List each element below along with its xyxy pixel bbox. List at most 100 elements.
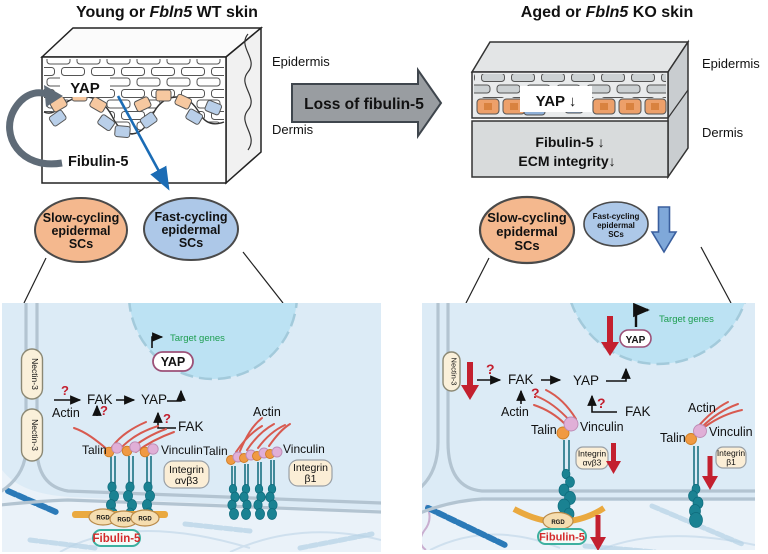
ko-q2: ? — [531, 385, 540, 401]
aged-skin-title: Aged or Fbln5 KO skin — [521, 4, 693, 21]
ko-integrin-b1-box: Integrin β1 — [715, 446, 747, 469]
ko-q1: ? — [486, 361, 495, 377]
ko-avb3-decrease-arrow — [606, 443, 621, 474]
epidermis-label-right: Epidermis — [702, 56, 760, 71]
ko-actin-label: Actin — [501, 405, 529, 419]
connector-aged-right — [700, 246, 732, 304]
svg-text:RGD: RGD — [117, 518, 131, 524]
yap-label-young: YAP — [70, 80, 99, 97]
fastsc-decrease-arrow — [650, 206, 678, 254]
wt-vinculin2-label: Vinculin — [283, 442, 325, 456]
wt-vinculin-label: Vinculin — [161, 443, 203, 457]
wt-yap-to-nucleus-arrow — [167, 389, 186, 402]
young-skin-cube: YAP Fibulin-5 — [6, 26, 264, 191]
wt-fak2-label: FAK — [178, 419, 204, 434]
ko-yap-decrease-arrow-nucleus — [601, 316, 619, 356]
rgd-oval — [130, 509, 160, 527]
basement-membrane-wave — [43, 96, 225, 135]
ko-fibulin-decrease-arrow — [590, 515, 606, 550]
wt-integrin-b1-box: Integrin β1 — [288, 459, 333, 487]
aged-skin-cube: YAP ↓ Fibulin-5 ↓ ECM integrity↓ — [470, 39, 690, 180]
slow-sc-oval-aged: Slow-cycling epidermal SCs — [478, 195, 576, 265]
wt-nectin3-capsule-2: Nectin-3 — [20, 408, 44, 462]
wt-nectin3-capsule-1: Nectin-3 — [20, 348, 44, 400]
basal-cells — [48, 89, 223, 138]
epidermis-label-left: Epidermis — [272, 54, 330, 69]
slow-sc-oval-young: Slow-cycling epidermal SCs — [34, 197, 128, 263]
fast-sc-oval-young: Fast-cycling epidermal SCs — [143, 197, 239, 261]
wt-promoter-arrow-icon — [151, 332, 164, 348]
loss-of-fibulin5-arrow: Loss of fibulin-5 — [291, 66, 443, 140]
svg-text:epidermal: epidermal — [161, 223, 220, 237]
svg-text:Slow-cycling: Slow-cycling — [487, 210, 567, 225]
ko-nectin3-capsule: Nectin-3 — [442, 351, 461, 392]
ko-vinculin2-label: Vinculin — [709, 425, 753, 439]
ko-fak2-to-yap-arrow — [587, 394, 617, 413]
svg-text:Slow-cycling: Slow-cycling — [43, 211, 119, 225]
yap-label-aged: YAP ↓ — [536, 93, 577, 110]
connector-young-left — [23, 257, 47, 304]
wt-yap-label: YAP — [141, 392, 167, 407]
wt-fak-label: FAK — [87, 392, 113, 407]
svg-text:epidermal: epidermal — [597, 221, 635, 230]
ko-talin-label: Talin — [531, 423, 557, 437]
svg-text:Integrin: Integrin — [578, 449, 607, 459]
ko-fak2-label: FAK — [625, 404, 651, 419]
wt-talin-label: Talin — [82, 443, 107, 457]
wt-fibulin5-box — [92, 529, 141, 547]
vinculin-head-icon — [563, 416, 579, 432]
svg-text:SCs: SCs — [69, 237, 93, 251]
wt-actin2-label: Actin — [253, 405, 281, 419]
yap-down-label-bg — [520, 86, 592, 112]
skin-section-wave-line — [244, 33, 252, 151]
ko-ecm-region — [422, 501, 755, 550]
svg-text:RGD: RGD — [138, 517, 152, 523]
ko-target-genes-label: Target genes — [659, 314, 714, 325]
vinculin-head-icon — [111, 442, 123, 454]
ko-fibulin-band: RGD Fibulin-5 — [512, 505, 606, 545]
svg-text:Integrin: Integrin — [717, 448, 746, 458]
wt-actin-label: Actin — [52, 406, 80, 420]
wt-fak2-to-yap-arrow — [153, 411, 176, 429]
ko-fak-label: FAK — [508, 372, 534, 387]
young-skin-title: Young or Fbln5 WT skin — [76, 4, 258, 21]
wt-panel: Target genes YAP Nectin-3 Nectin-3 ? FAK… — [2, 303, 381, 552]
svg-text:αvβ3: αvβ3 — [583, 458, 602, 468]
ko-actin2-label: Actin — [688, 401, 716, 415]
wt-adhesion-b1 — [226, 417, 291, 520]
epidermis-to-fastsc-arrow — [116, 95, 170, 191]
talin-head-icon — [556, 426, 570, 440]
wt-q3: ? — [163, 411, 171, 426]
wt-q2: ? — [100, 403, 108, 418]
ko-talin2-label: Talin — [660, 431, 686, 445]
connector-young-right — [242, 251, 284, 304]
wt-yap-nuclear-box — [152, 351, 194, 372]
svg-text:SCs: SCs — [514, 238, 539, 253]
connector-aged-left — [465, 257, 490, 304]
ko-adhesion-b1 — [685, 401, 743, 528]
ko-nectin-decrease-arrow — [461, 362, 479, 400]
svg-text:epidermal: epidermal — [496, 224, 557, 239]
svg-text:Integrin: Integrin — [293, 462, 328, 474]
wt-q1: ? — [61, 383, 69, 398]
svg-text:SCs: SCs — [179, 236, 203, 250]
ko-yap-nuclear-box — [619, 329, 652, 348]
svg-text:SCs: SCs — [608, 230, 624, 239]
wt-adhesion-avb3 — [73, 421, 175, 519]
svg-text:Fast-cycling: Fast-cycling — [593, 212, 640, 221]
ko-collagen-fibril — [425, 505, 508, 548]
ko-fibulin5-box — [537, 528, 587, 545]
svg-text:epidermal: epidermal — [51, 224, 110, 238]
svg-text:Integrin: Integrin — [169, 464, 204, 476]
svg-text:Nectin-3: Nectin-3 — [30, 358, 40, 390]
ko-integrin-avb3-box: Integrin αvβ3 — [575, 446, 609, 470]
wt-yap-nuclear-label: YAP — [161, 355, 186, 369]
loss-arrow-label: Loss of fibulin-5 — [304, 96, 424, 113]
ecm-integrity-label: ECM integrity↓ — [518, 153, 615, 169]
wt-integrin-avb3-box: Integrin αvβ3 — [163, 460, 210, 489]
yap-label-bg — [60, 76, 110, 97]
ko-vinculin-label: Vinculin — [580, 420, 624, 434]
wt-fibulin-band: RGD RGD RGD Fibulin-5 — [72, 508, 168, 547]
wt-fibulin5-label: Fibulin-5 — [93, 533, 142, 545]
svg-text:RGD: RGD — [96, 516, 110, 522]
